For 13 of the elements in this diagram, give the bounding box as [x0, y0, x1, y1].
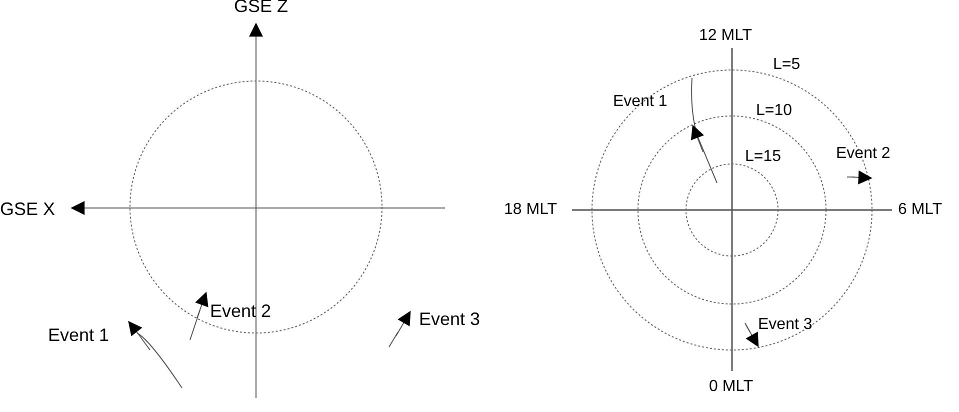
- shell-label: L=10: [756, 101, 792, 121]
- axis-label: 0 MLT: [709, 377, 754, 397]
- event-label: Event 1: [48, 325, 110, 345]
- axis-label: GSE X: [0, 199, 56, 219]
- event-label: Event 2: [836, 144, 890, 164]
- event-label: Event 1: [613, 92, 668, 112]
- axis-label: 18 MLT: [504, 200, 558, 220]
- event-label: Event 3: [419, 309, 480, 329]
- shell-label: L=15: [745, 147, 782, 167]
- axis-label: 12 MLT: [699, 26, 752, 46]
- axis-label: 6 MLT: [898, 200, 942, 220]
- event-label: Event 3: [758, 315, 812, 335]
- shell-label: L=5: [773, 55, 800, 75]
